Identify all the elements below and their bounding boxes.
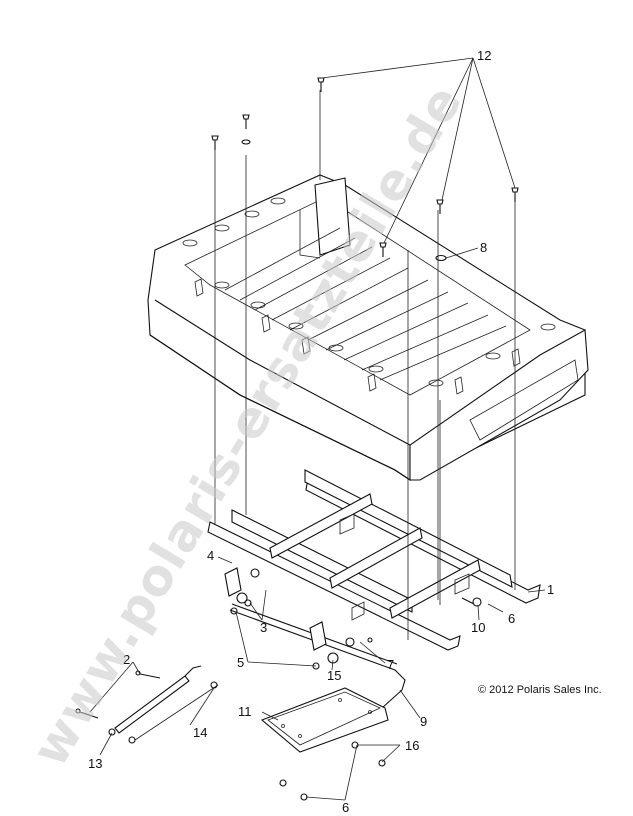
callout-6: 6 [508, 611, 515, 626]
callout-3: 3 [260, 620, 267, 635]
callout-12: 12 [477, 48, 491, 63]
callout-9: 9 [420, 714, 427, 729]
callout-labels: 12 8 4 3 1 10 6 2 5 15 7 11 9 16 13 14 6 [88, 48, 554, 815]
callout-5: 5 [237, 655, 244, 670]
callout-15: 15 [327, 668, 341, 683]
callout-16: 16 [405, 738, 419, 753]
bolts-top [211, 77, 519, 262]
callout-4: 4 [207, 548, 214, 563]
callout-2: 2 [123, 652, 130, 667]
callout-7: 7 [387, 657, 394, 672]
subframe [207, 469, 541, 651]
alignment-lines [214, 90, 516, 640]
callout-10: 10 [471, 620, 485, 635]
gas-strut-and-rod [75, 567, 482, 744]
copyright-notice: © 2012 Polaris Sales Inc. [478, 684, 602, 696]
skid-plate [260, 687, 389, 753]
cargo-box [147, 174, 589, 482]
lower-fasteners [279, 741, 386, 801]
callout-8: 8 [480, 240, 487, 255]
leader-lines [89, 57, 546, 801]
callout-14: 14 [193, 725, 207, 740]
callout-11: 11 [238, 704, 252, 719]
callout-13: 13 [88, 756, 102, 771]
callout-1: 1 [547, 582, 554, 597]
callout-6-lower: 6 [342, 800, 349, 815]
